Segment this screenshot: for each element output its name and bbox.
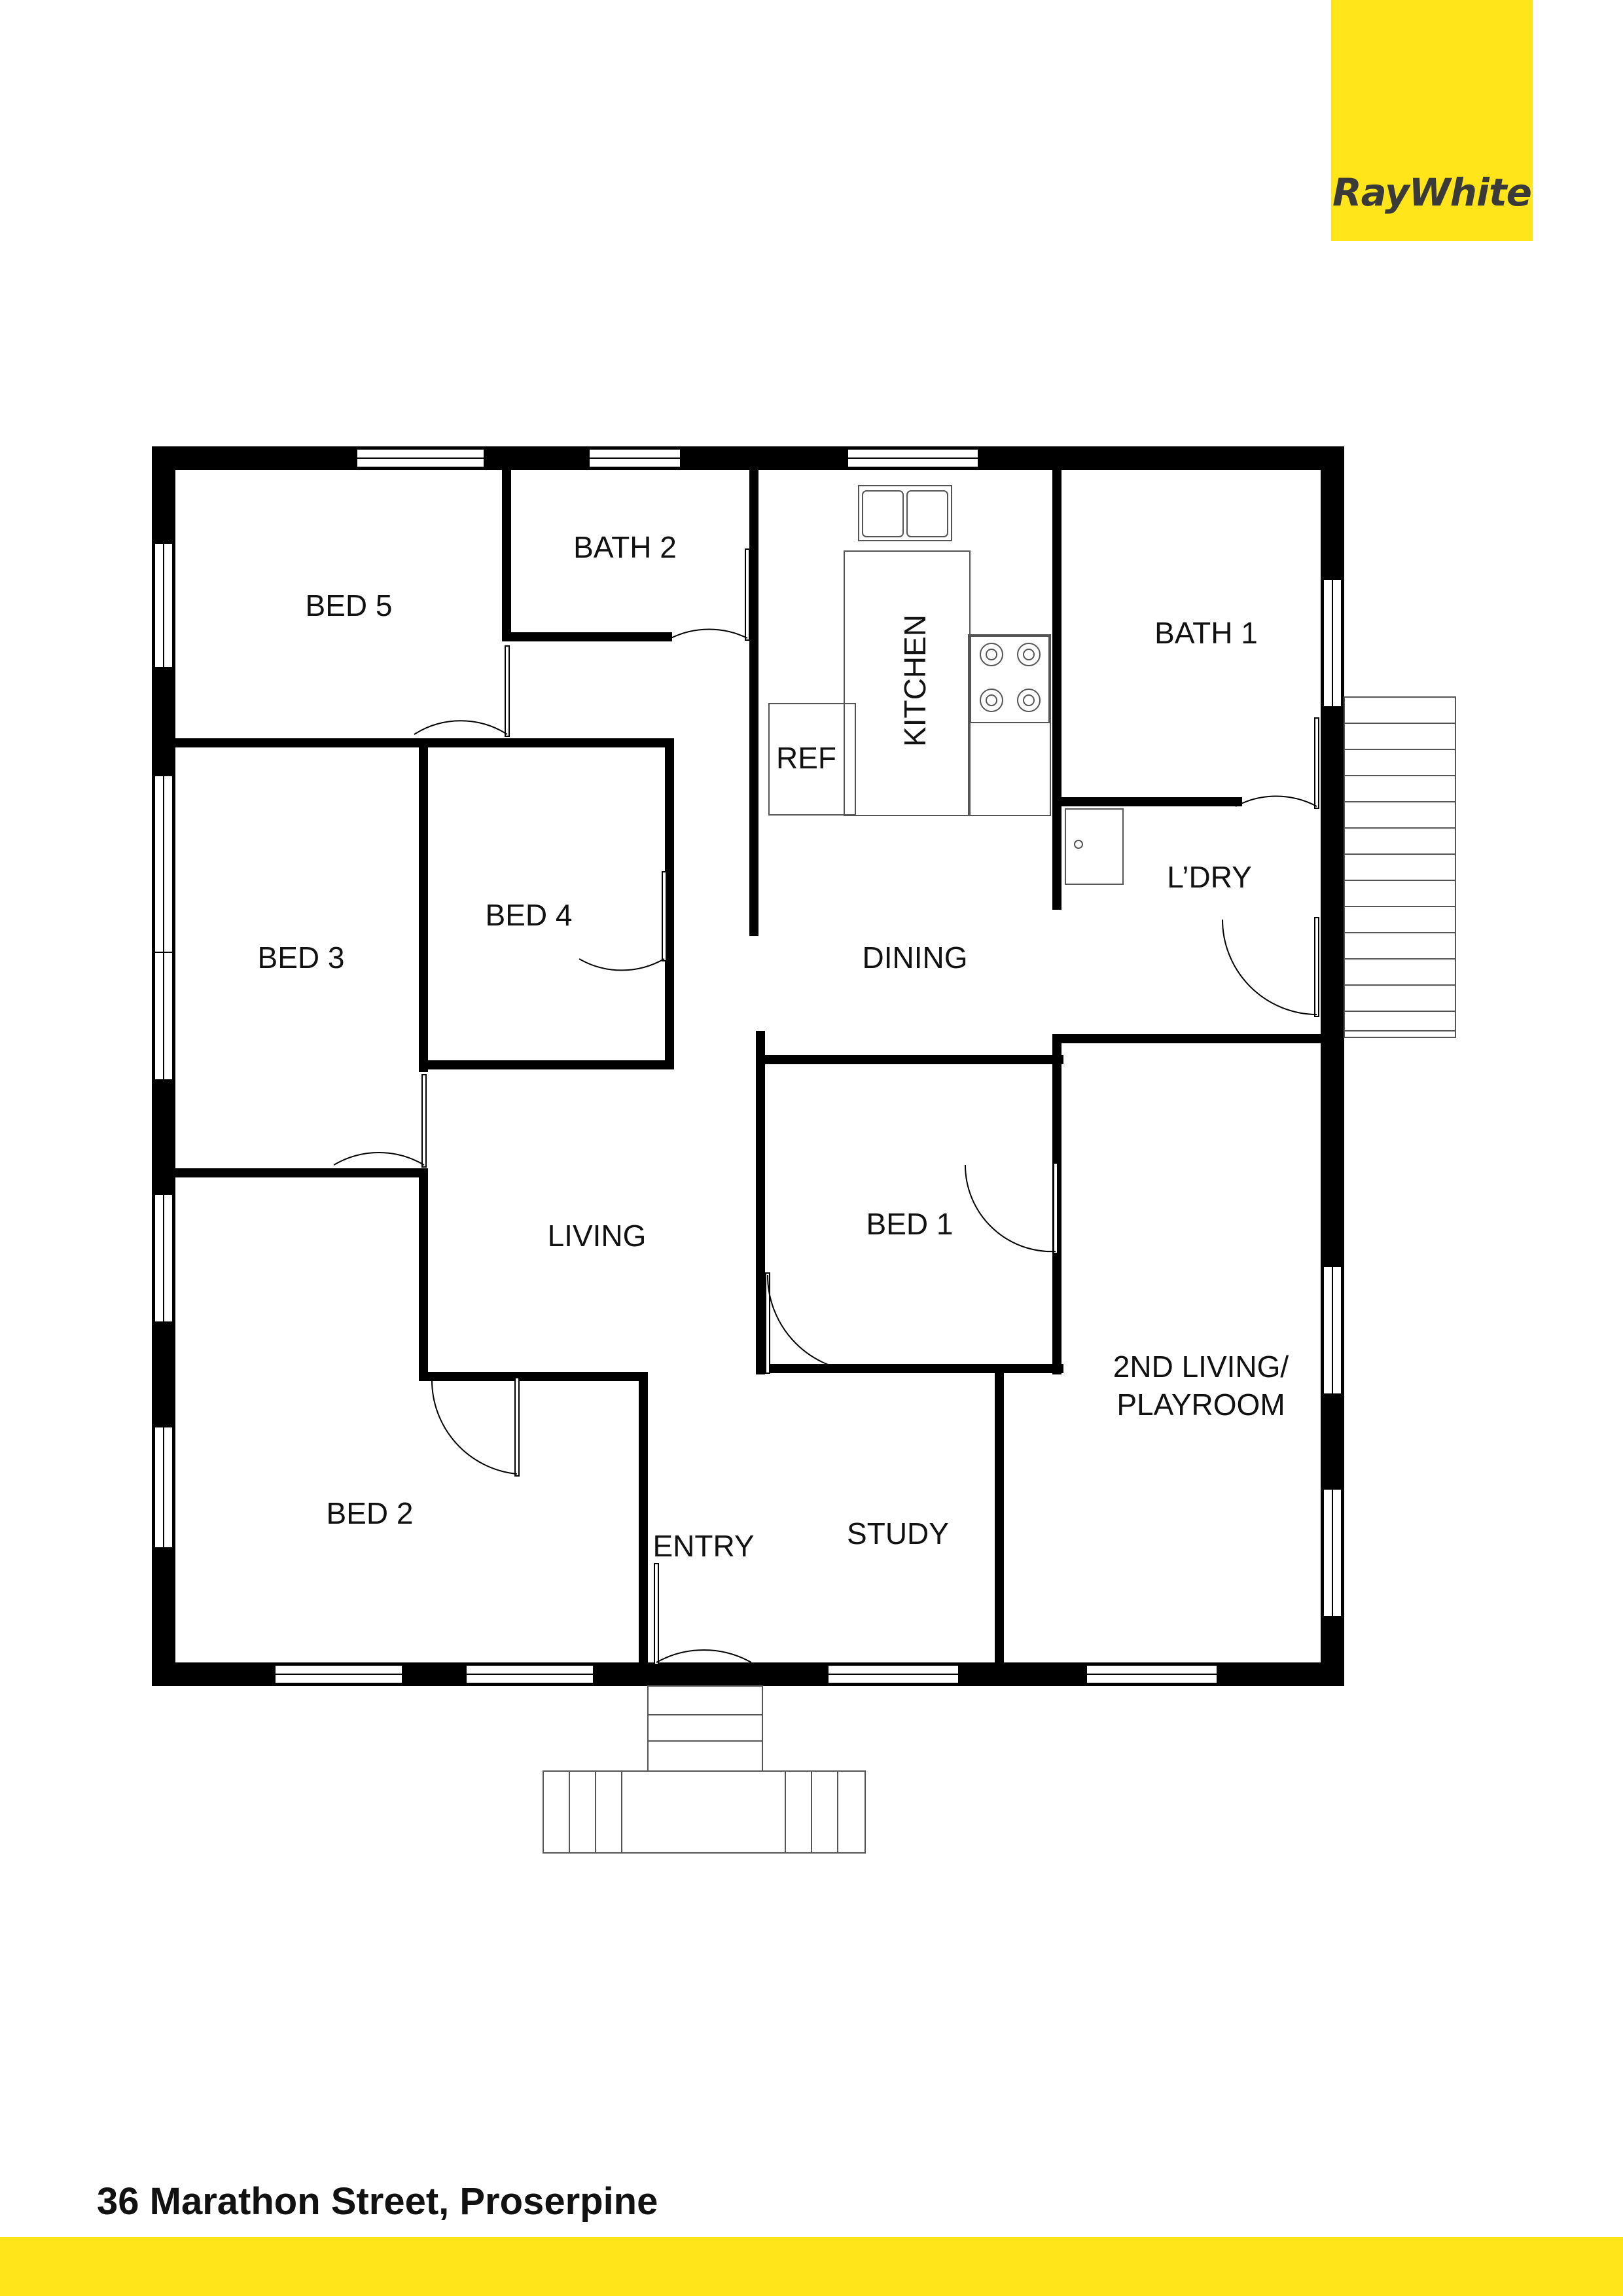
room-label-bed5: BED 5 [305, 588, 393, 622]
room-label-entry: ENTRY [652, 1529, 755, 1563]
door [431, 1377, 520, 1477]
room-label-living: LIVING [547, 1219, 647, 1253]
room-label-playroom: PLAYROOM [1116, 1388, 1285, 1422]
door [765, 1272, 856, 1374]
property-address: 36 Marathon Street, Proserpine [97, 2180, 658, 2223]
burner [1017, 689, 1041, 712]
room-label-bed1: BED 1 [866, 1207, 954, 1241]
window [588, 448, 681, 468]
window [154, 1194, 173, 1323]
window [1323, 579, 1342, 708]
windows [154, 448, 1342, 1684]
wall-kitchen-bath1 [1052, 458, 1061, 910]
sink [858, 485, 952, 541]
fixtures [333, 485, 1456, 1854]
room-label-bath1: BATH 1 [1154, 616, 1258, 650]
burner [980, 689, 1003, 712]
room-label-bed3: BED 3 [257, 941, 345, 975]
wall-bath2-kitchen [749, 458, 758, 635]
window [154, 1426, 173, 1549]
wall-bed4-top [419, 738, 674, 747]
burner [1017, 643, 1041, 666]
window [356, 448, 485, 468]
door [333, 1074, 427, 1168]
wall-playroom-top [1052, 1034, 1327, 1043]
wall-living-left [419, 1168, 428, 1381]
brand-logo: RayWhite [1332, 170, 1532, 215]
front-stairs [543, 1685, 866, 1854]
wall-bath2-bottom [502, 632, 672, 641]
exterior-wall-top [152, 446, 1344, 470]
wall-bed1-left [756, 1031, 765, 1374]
wall-bed2-right [639, 1372, 648, 1673]
room-label-bath2: BATH 2 [573, 530, 677, 564]
wall-study-playroom [995, 1364, 1004, 1673]
door [654, 1563, 752, 1665]
footer-bar [0, 2237, 1623, 2296]
window [1323, 1488, 1342, 1617]
room-label-dining: DINING [862, 941, 968, 975]
window [465, 1664, 594, 1684]
wall-bed2-top [419, 1372, 648, 1381]
window [154, 543, 173, 668]
room-label-ref: REF [776, 741, 836, 775]
kitchen-fixtures [768, 485, 1124, 885]
room-label-bed2: BED 2 [326, 1496, 414, 1530]
laundry-tub [1065, 808, 1124, 885]
wall-bed1-top [756, 1055, 1063, 1064]
side-stairs [1344, 696, 1456, 1038]
door [579, 871, 667, 971]
refrigerator [768, 703, 856, 816]
wall-bed3-bed4 [419, 738, 428, 1072]
burner [980, 643, 1003, 666]
room-label-laundry: L’DRY [1167, 860, 1252, 894]
wall-bed4-right [665, 738, 674, 1069]
wall-kitchen-left [749, 635, 758, 936]
door [1222, 917, 1319, 1017]
cooktop [970, 636, 1050, 723]
room-label-kitchen: KITCHEN [898, 615, 932, 747]
wall-bed4-bottom [419, 1060, 674, 1069]
room-label-study: STUDY [847, 1516, 949, 1551]
window [827, 1664, 959, 1684]
door [414, 645, 510, 737]
wall-bed3-bed2 [164, 1168, 425, 1177]
wall-bed5-bath2 [502, 458, 511, 641]
room-label-bed4: BED 4 [485, 898, 573, 932]
window [847, 448, 979, 468]
window [1086, 1664, 1218, 1684]
wall-bed1-bottom [756, 1364, 1063, 1373]
wall-bath1-laundry [1052, 797, 1242, 806]
room-label-2nd-living: 2ND LIVING/ [1113, 1350, 1289, 1384]
brand-logo-box [1331, 0, 1533, 241]
bench [968, 634, 1051, 816]
window [154, 775, 173, 953]
window [154, 952, 173, 1081]
window [274, 1664, 403, 1684]
door [670, 548, 750, 641]
door [1235, 717, 1319, 809]
window [1323, 1266, 1342, 1395]
door [964, 1162, 1058, 1254]
